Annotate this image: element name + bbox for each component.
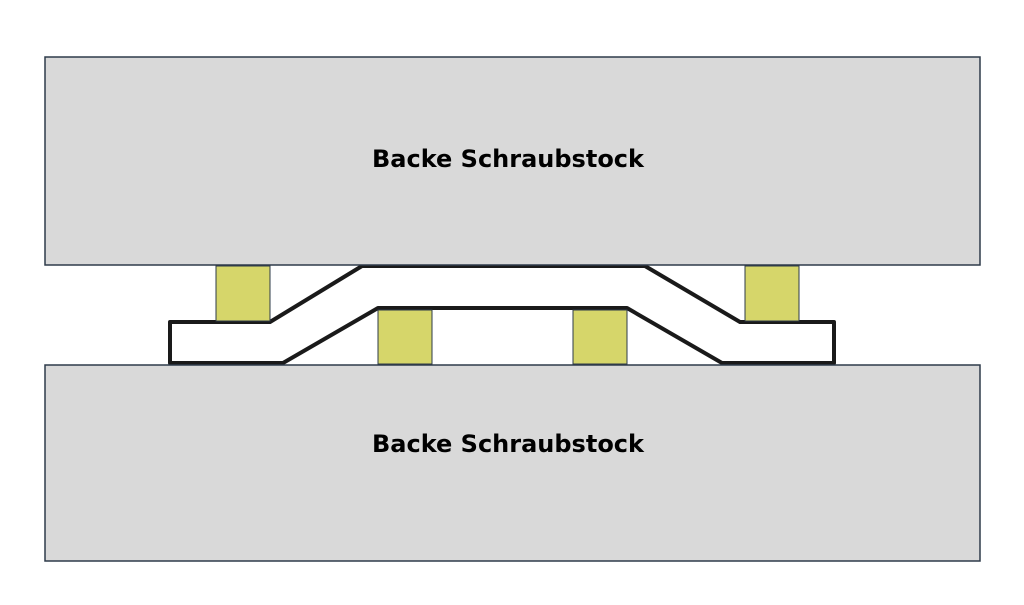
upper-jaw-label: Backe Schraubstock xyxy=(372,145,645,173)
lower-vise-jaw: Backe Schraubstock xyxy=(44,364,981,562)
spacer-top-left xyxy=(215,265,271,322)
spacer-bottom-left xyxy=(377,309,433,365)
spacer-bottom-right xyxy=(572,309,628,365)
bent-workpiece-profile xyxy=(168,264,836,365)
spacer-top-right xyxy=(744,265,800,322)
lower-jaw-label: Backe Schraubstock xyxy=(372,430,645,458)
upper-vise-jaw: Backe Schraubstock xyxy=(44,56,981,266)
